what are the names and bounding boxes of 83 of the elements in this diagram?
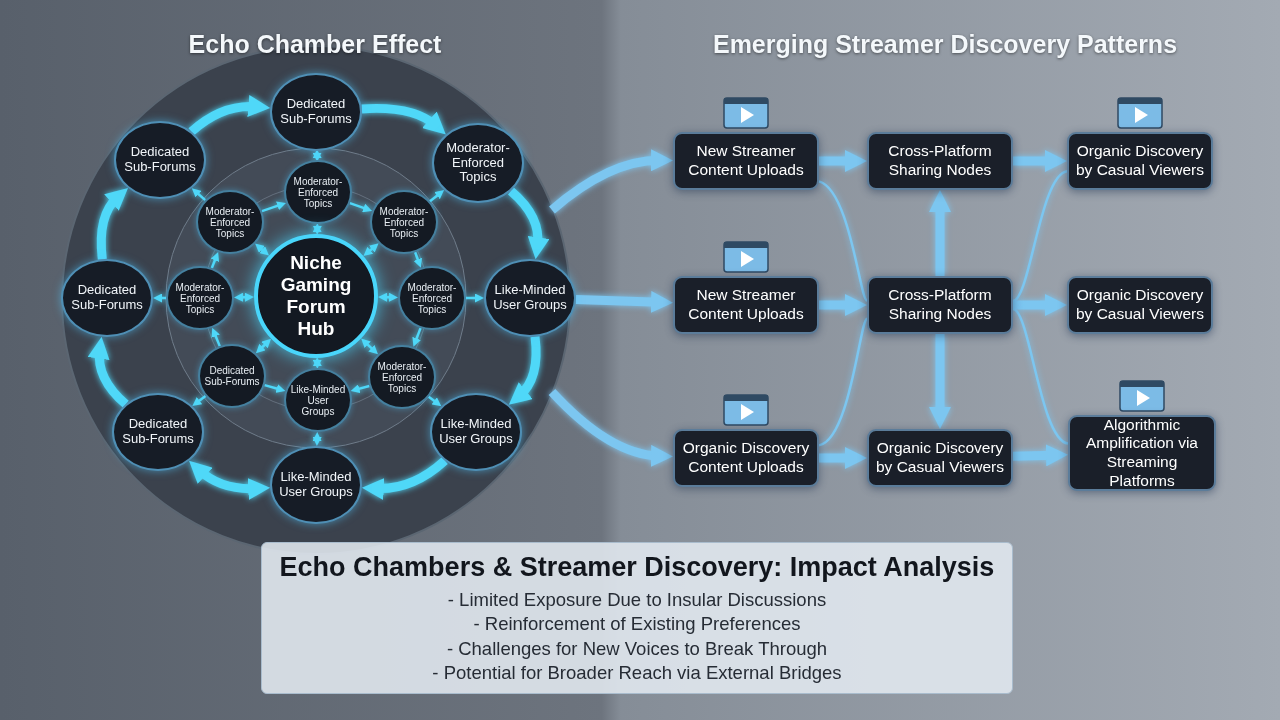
node-label: Organic Discovery by Casual Viewers: [1074, 286, 1206, 324]
arrow: [429, 190, 445, 203]
arrow: [211, 327, 221, 347]
arrow: [349, 201, 373, 213]
node-label: Like-Minded User Groups: [290, 383, 346, 417]
node-label: Like-Minded User Groups: [438, 417, 514, 447]
node-label: New Streamer Content Uploads: [687, 142, 805, 180]
node-label: Like-Minded User Groups: [278, 470, 354, 500]
arrow: [234, 292, 254, 302]
arrow: [210, 252, 220, 269]
connector-line: [1012, 170, 1068, 302]
connector-line: [818, 318, 869, 447]
arrow: [255, 243, 269, 256]
node-label: Moderator-Enforced Topics: [378, 205, 430, 239]
summary-panel: [261, 542, 1013, 694]
arrow: [361, 338, 378, 355]
process-box: [867, 132, 1013, 190]
arrow: [312, 432, 322, 446]
node-label: Moderator-Enforced Topics: [445, 140, 511, 186]
arrow: [188, 461, 271, 500]
arrow: [192, 395, 207, 407]
arrow: [819, 150, 867, 172]
node-label: Moderator-Enforced Topics: [292, 175, 344, 209]
arrow: [261, 201, 287, 213]
arrow: [350, 384, 370, 393]
node-label: Dedicated Sub-Forums: [279, 97, 353, 127]
arrow: [575, 290, 673, 313]
arrow: [413, 251, 422, 268]
node-label: Organic Discovery by Casual Viewers: [1074, 142, 1206, 180]
arrow: [427, 395, 442, 407]
arrow: [929, 334, 951, 429]
process-box: [1067, 276, 1213, 334]
process-box: [867, 276, 1013, 334]
arrow: [312, 357, 322, 369]
section-heading: Emerging Streamer Discovery Patterns: [712, 30, 1178, 59]
process-box: [1067, 132, 1213, 190]
bullet-item: - Potential for Broader Reach via External Bridges: [432, 661, 842, 684]
arrow: [819, 447, 867, 469]
process-box: [1068, 415, 1216, 491]
node-label: Dedicated Sub-Forums: [121, 417, 195, 447]
connector-line: [1012, 308, 1069, 445]
process-box: [867, 429, 1013, 487]
process-box: [673, 429, 819, 487]
arrow: [255, 338, 272, 354]
arrow: [312, 149, 322, 162]
arrow: [549, 149, 673, 214]
node-label: Like-Minded User Groups: [492, 283, 568, 313]
section-heading: Echo Chamber Effect: [188, 30, 442, 59]
node-label: New Streamer Content Uploads: [687, 286, 805, 324]
node-label: Moderator-Enforced Topics: [406, 281, 458, 315]
node-label: Moderator-Enforced Topics: [174, 281, 226, 315]
arrow: [466, 293, 484, 303]
bullet-item: - Limited Exposure Due to Insular Discussions: [447, 589, 827, 612]
arrow: [548, 388, 673, 467]
panel-heading: Echo Chambers & Streamer Discovery: Impact Analysis: [279, 552, 995, 584]
node-label: Organic Discovery Content Uploads: [681, 439, 811, 477]
arrow: [1013, 150, 1067, 172]
process-box: [673, 132, 819, 190]
node-label: Dedicated Sub-Forums: [204, 365, 260, 387]
arrow: [1013, 294, 1067, 316]
arrow: [312, 223, 322, 235]
arrow: [264, 383, 286, 393]
connector-line: [818, 180, 868, 302]
arrow: [1012, 444, 1068, 467]
bullet-item: - Reinforcement of Existing Preferences: [473, 613, 801, 636]
node-label: Dedicated Sub-Forums: [123, 145, 197, 175]
bullet-item: - Challenges for New Voices to Break Through: [446, 637, 828, 660]
arrow: [412, 327, 422, 347]
node-label: Cross-Platform Sharing Nodes: [887, 142, 993, 180]
node-label: Dedicated Sub-Forums: [70, 283, 144, 313]
node-label: Cross-Platform Sharing Nodes: [887, 286, 993, 324]
node-label: Moderator-Enforced Topics: [376, 360, 428, 394]
process-box: [673, 276, 819, 334]
arrow: [929, 190, 951, 276]
node-label: Niche Gaming Forum Hub: [279, 252, 353, 340]
node-label: Organic Discovery by Casual Viewers: [874, 439, 1006, 477]
arrow: [153, 293, 166, 303]
arrow: [363, 243, 379, 257]
node-label: Moderator-Enforced Topics: [204, 205, 256, 239]
arrow: [819, 294, 867, 316]
arrow: [378, 292, 398, 302]
node-label: Algorithmic Amplification via Streaming Platforms: [1085, 415, 1199, 491]
arrow: [191, 188, 207, 201]
